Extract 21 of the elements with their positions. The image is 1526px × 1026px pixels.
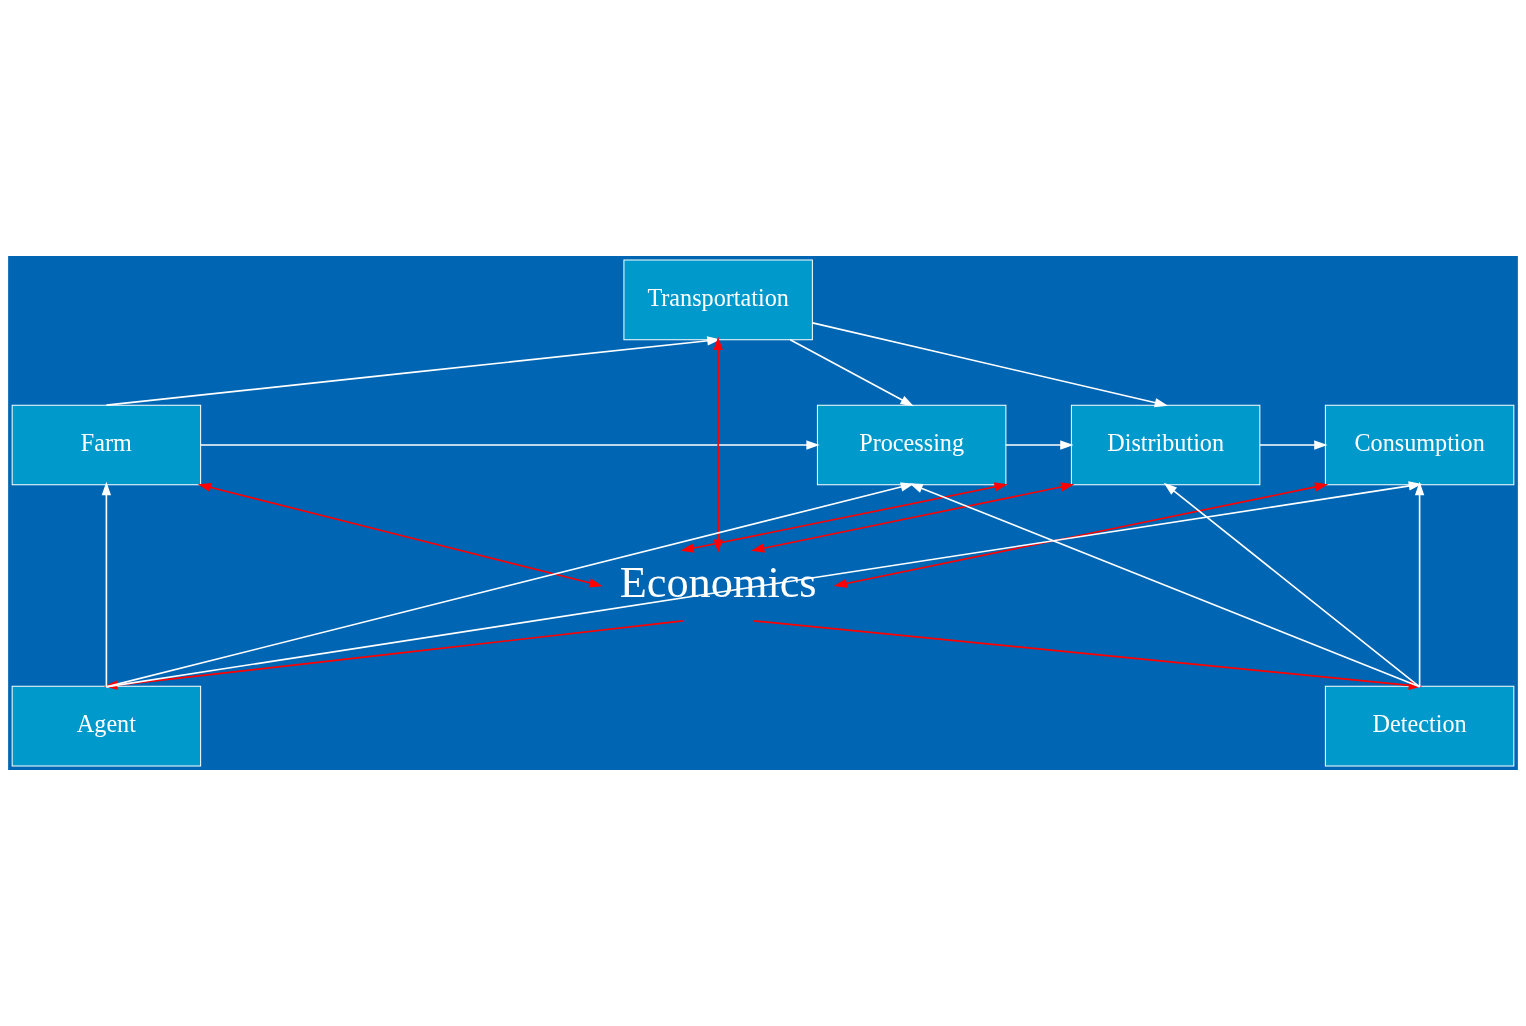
arrow xyxy=(1414,481,1425,688)
node-box: Agent xyxy=(11,685,202,767)
arrow xyxy=(105,336,721,406)
node-box: Processing xyxy=(816,404,1007,486)
node-box: Distribution xyxy=(1070,404,1261,486)
arrow xyxy=(751,482,1075,553)
node-box: Transportation xyxy=(623,259,813,341)
node-box: Farm xyxy=(11,404,202,486)
arrow xyxy=(1259,440,1328,450)
arrow xyxy=(1005,440,1074,450)
arrow xyxy=(680,482,1008,553)
arrow xyxy=(833,482,1329,588)
arrow xyxy=(713,336,723,553)
arrow xyxy=(199,440,820,450)
arrow xyxy=(811,322,1168,408)
node-box: Detection xyxy=(1324,685,1515,767)
arrow xyxy=(101,481,112,688)
node-box: Consumption xyxy=(1324,404,1515,486)
arrow xyxy=(789,338,914,407)
node-text: Economics xyxy=(619,556,817,607)
arrow xyxy=(197,482,603,588)
